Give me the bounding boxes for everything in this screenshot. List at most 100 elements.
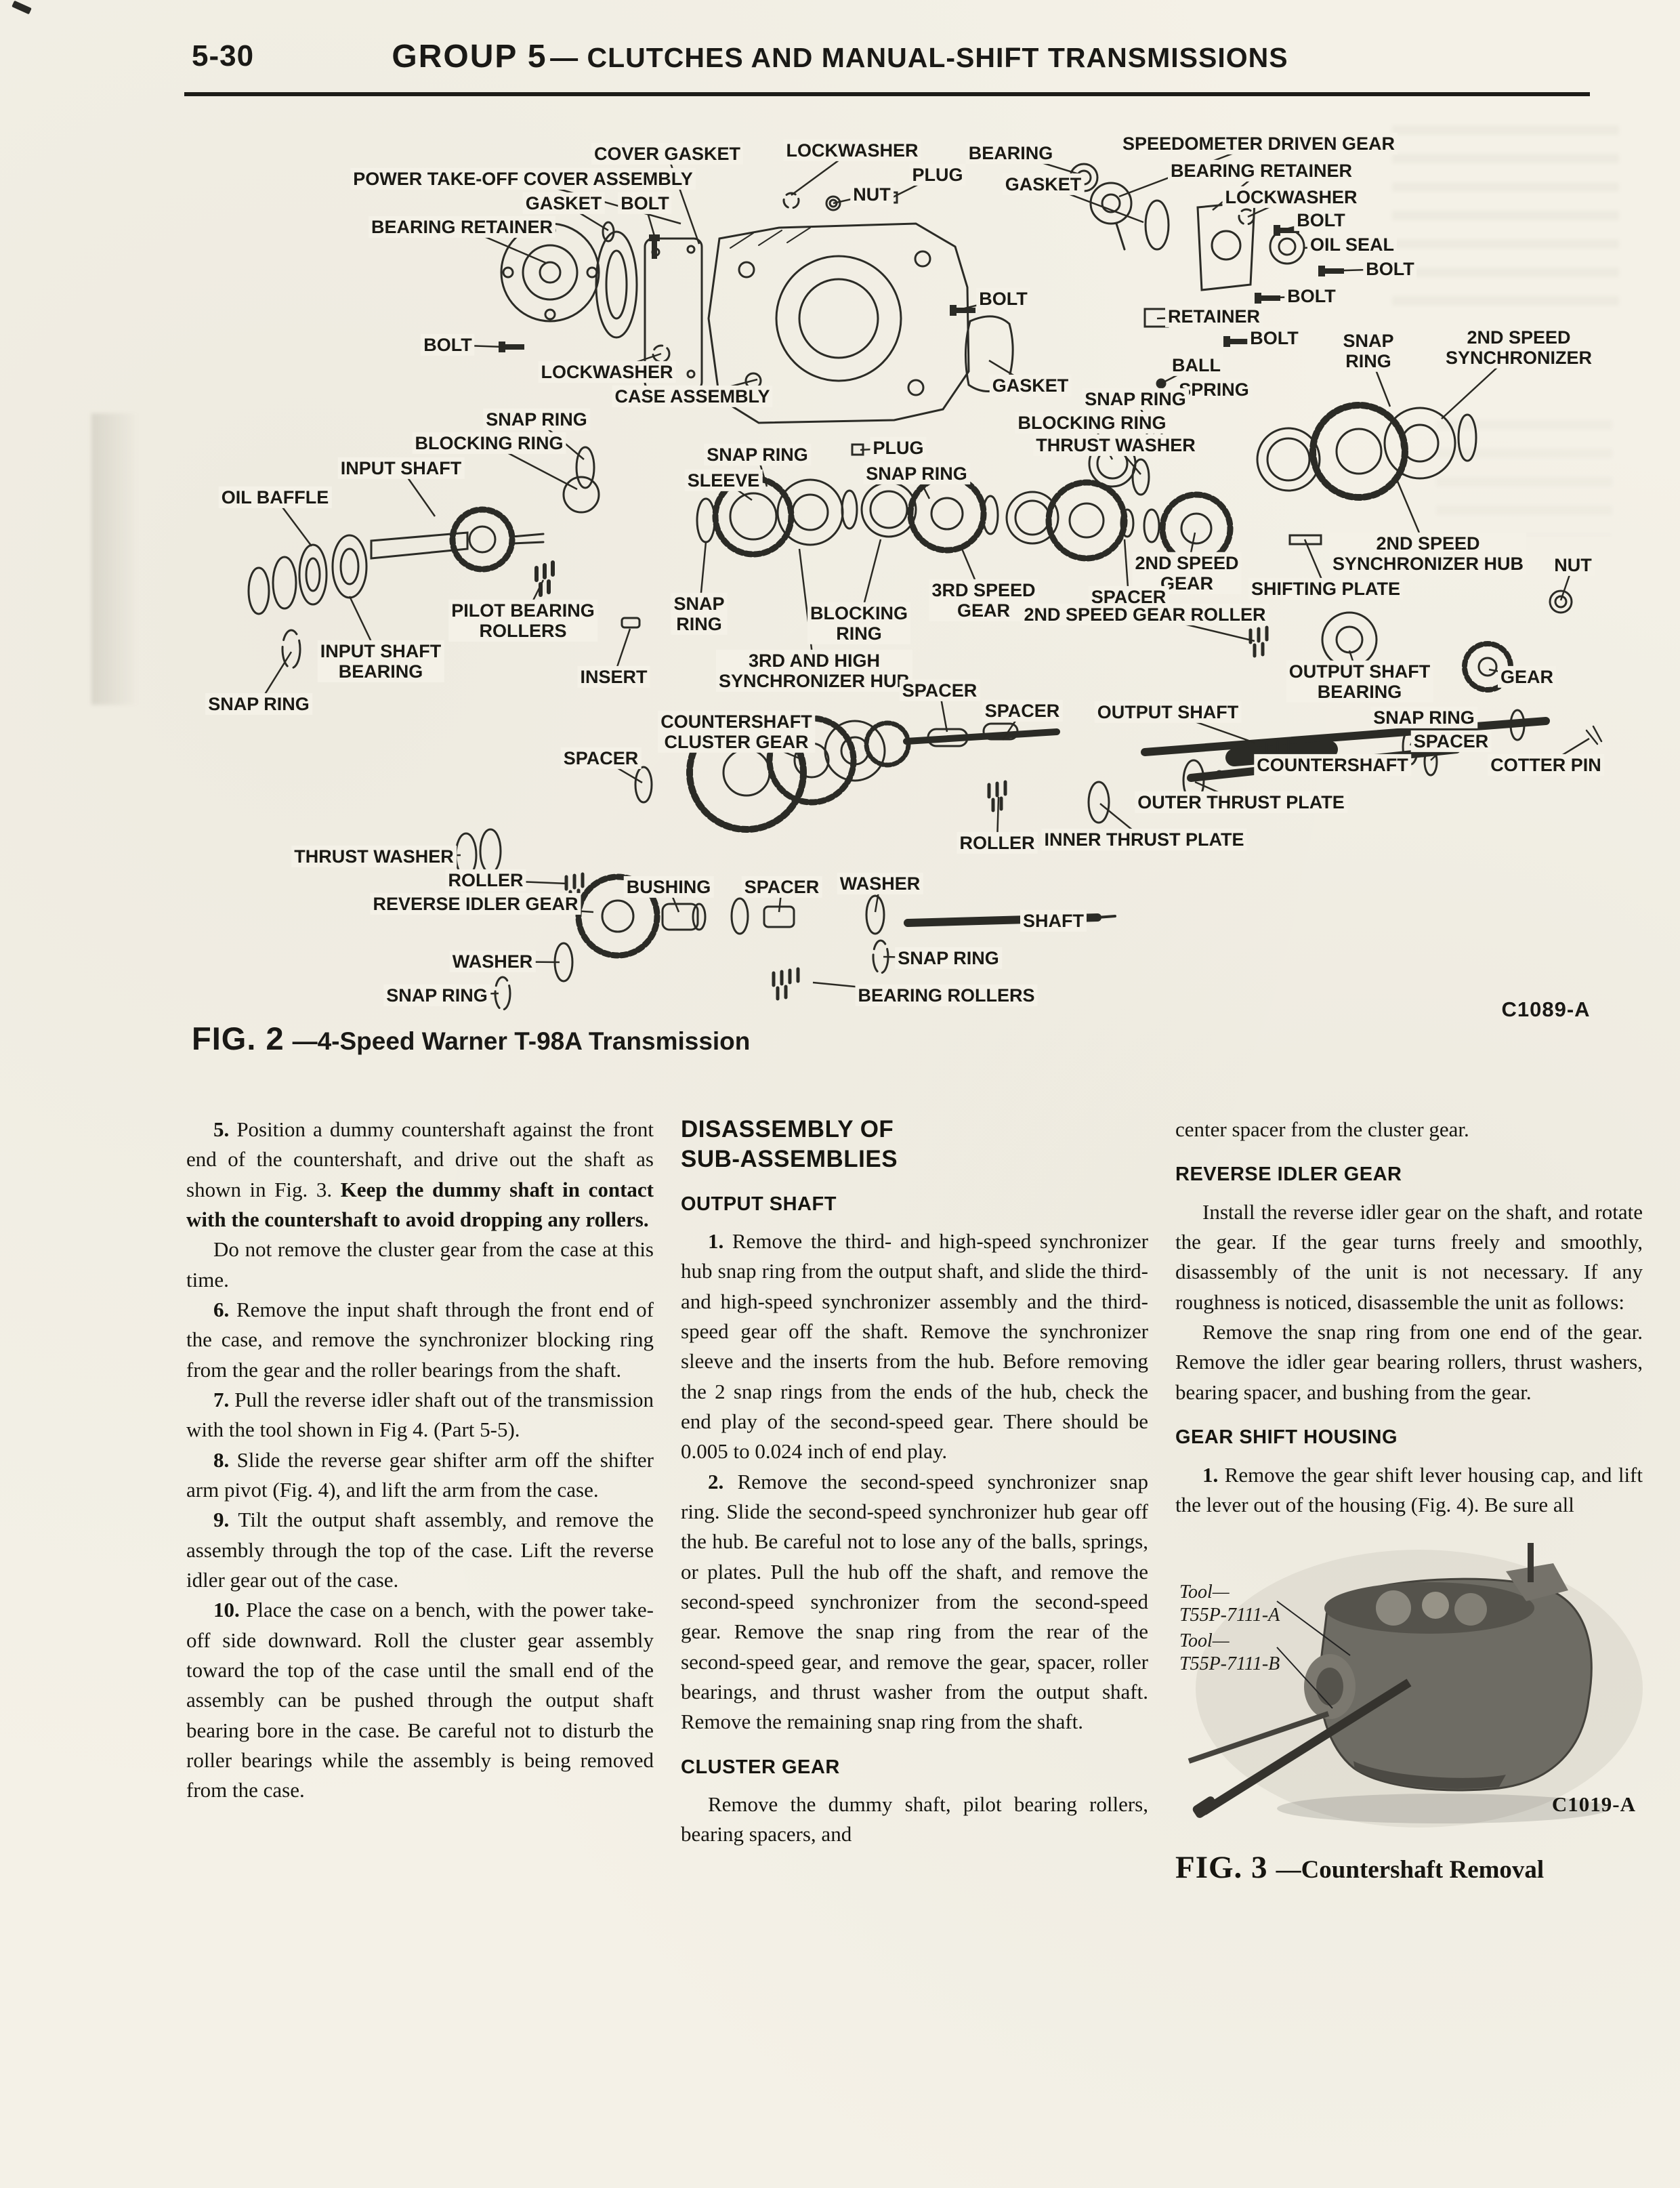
subsection-heading: REVERSE IDLER GEAR [1175,1163,1402,1186]
figure2-art-code: C1089-A [1501,997,1591,1021]
paragraph: 9. Tilt the output shaft assembly, and r… [186,1508,654,1592]
part-label: GEAR [1497,665,1557,688]
part-label: WASHER [449,950,536,973]
part-label: INSERT [577,665,650,688]
part-label: SNAP RING [863,462,970,485]
part-label: RETAINER [1164,305,1263,328]
paragraph: 6. Remove the input shaft through the fr… [186,1297,654,1382]
part-label: OUTER THRUST PLATE [1135,791,1347,814]
figure3-caption: FIG. 3 —Countershaft Removal [1175,1845,1643,1891]
section-heading: DISASSEMBLY OF SUB-ASSEMBLIES [681,1116,898,1172]
part-label: ROLLER [957,831,1038,854]
text-column: DISASSEMBLY OF SUB-ASSEMBLIES OUTPUT SHAF… [681,1115,1148,1850]
paragraph: 1. Remove the gear shift lever housing c… [1175,1462,1643,1516]
part-label: CASE ASSEMBLY [612,385,773,408]
part-label: 2ND SPEED SYNCHRONIZER [1442,326,1595,369]
part-label: PLUG [870,436,927,459]
tool-label-a: Tool— T55P-7111-A [1179,1582,1280,1626]
part-label: LOCKWASHER [783,139,921,162]
tool-label-b: Tool— T55P-7111-B [1179,1630,1280,1674]
paragraph: 5. Position a dummy countershaft against… [186,1117,654,1231]
part-label: BEARING ROLLERS [855,984,1038,1007]
part-label: COUNTERSHAFT [1254,754,1411,777]
part-label: SNAP RING [205,693,312,716]
part-label: ROLLER [445,869,526,892]
part-label: PLUG [909,163,966,186]
part-label: BOLT [976,287,1030,310]
header-group: GROUP 5 [392,39,547,75]
part-label: BOLT [421,333,475,356]
part-label: LOCKWASHER [538,360,676,384]
figure3-photo-art [1188,1543,1643,1828]
part-label: BOLT [1294,209,1348,232]
part-label: BLOCKING RING [807,602,910,645]
text-columns: 5. Position a dummy countershaft against… [186,1115,1643,1891]
header-rule [184,92,1590,96]
part-label: SNAP RING [1370,706,1477,729]
part-label: COUNTERSHAFT CLUSTER GEAR [658,710,815,754]
part-label: SPACER [982,699,1063,722]
part-label: 3RD AND HIGH SYNCHRONIZER HUB [715,649,913,693]
figure2-number: FIG. 2 [192,1020,285,1056]
column-3: center spacer from the cluster gear. REVE… [1175,1115,1643,1891]
part-label: INPUT SHAFT BEARING [317,640,444,683]
part-label: BALL [1169,354,1223,377]
paragraph: 2. Remove the second-speed synchronizer … [681,1469,1148,1734]
part-label: SPEEDOMETER DRIVEN GEAR [1119,132,1398,155]
part-label: SNAP RING [1340,329,1397,373]
text-column: center spacer from the cluster gear. REVE… [1175,1115,1643,1520]
part-label: SPACER [741,875,822,899]
part-label: SPACER [1410,730,1492,753]
figure3-art-code: C1019-A [1551,1792,1636,1816]
figure2-caption: FIG. 2 —4-Speed Warner T-98A Transmissio… [192,1020,750,1057]
paragraph: Install the reverse idler gear on the sh… [1175,1199,1643,1314]
part-label: OUTPUT SHAFT BEARING [1286,660,1433,703]
part-label: GASKET [989,374,1072,397]
column-1: 5. Position a dummy countershaft against… [186,1115,654,1891]
part-label: OUTPUT SHAFT [1094,701,1242,724]
part-label: PILOT BEARING ROLLERS [448,599,597,642]
paragraph: center spacer from the cluster gear. [1175,1117,1469,1141]
part-label: NUT [1551,554,1595,577]
part-label: SPRING [1176,378,1252,401]
part-label: NUT [850,183,894,206]
part-label: SNAP RING [671,592,728,636]
subsection-heading: CLUSTER GEAR [681,1756,840,1778]
part-label: 2ND SPEED GEAR ROLLER [1021,603,1269,626]
part-label: SNAP RING [383,984,490,1007]
part-label: SHAFT [1020,909,1087,932]
figure3-title: —Countershaft Removal [1276,1856,1545,1884]
part-label: 2ND SPEED SYNCHRONIZER HUB [1329,532,1527,575]
part-label: WASHER [837,872,923,895]
part-label: BUSHING [623,875,714,899]
header-title: — CLUTCHES AND MANUAL-SHIFT TRANSMISSION… [550,42,1288,73]
part-label: GASKET [522,192,605,215]
part-label: COTTER PIN [1488,754,1604,777]
paragraph: 7. Pull the reverse idler shaft out of t… [186,1387,654,1442]
part-label: BLOCKING RING [1015,411,1169,434]
part-label: POWER TAKE-OFF COVER ASSEMBLY [350,167,696,190]
figure3-photo: Tool— T55P-7111-A Tool— T55P-7111-B C101… [1175,1543,1643,1828]
part-label: INNER THRUST PLATE [1041,828,1247,851]
part-label: COVER GASKET [591,142,744,165]
subsection-heading: GEAR SHIFT HOUSING [1175,1426,1398,1449]
part-label: BOLT [1363,257,1417,281]
part-label: SLEEVE [684,469,763,492]
page-header: GROUP 5 — CLUTCHES AND MANUAL-SHIFT TRAN… [0,38,1680,75]
subsection-heading: OUTPUT SHAFT [681,1193,837,1215]
text-column: 5. Position a dummy countershaft against… [186,1115,654,1806]
part-label: OIL SEAL [1307,233,1398,256]
part-label: SNAP RING [1082,388,1189,411]
part-label: BEARING RETAINER [1167,159,1356,182]
part-label: 3RD SPEED GEAR [929,579,1038,622]
column-2: DISASSEMBLY OF SUB-ASSEMBLIES OUTPUT SHAF… [681,1115,1148,1891]
part-label: BEARING RETAINER [368,215,556,239]
paragraph: 8. Slide the reverse gear shifter arm of… [186,1447,654,1502]
paragraph: Remove the snap ring from one end of the… [1175,1320,1643,1404]
page-number: 5-30 [192,39,255,73]
part-label: INPUT SHAFT [337,457,465,480]
part-label: BOLT [618,192,672,215]
part-label: BOLT [1247,327,1301,350]
